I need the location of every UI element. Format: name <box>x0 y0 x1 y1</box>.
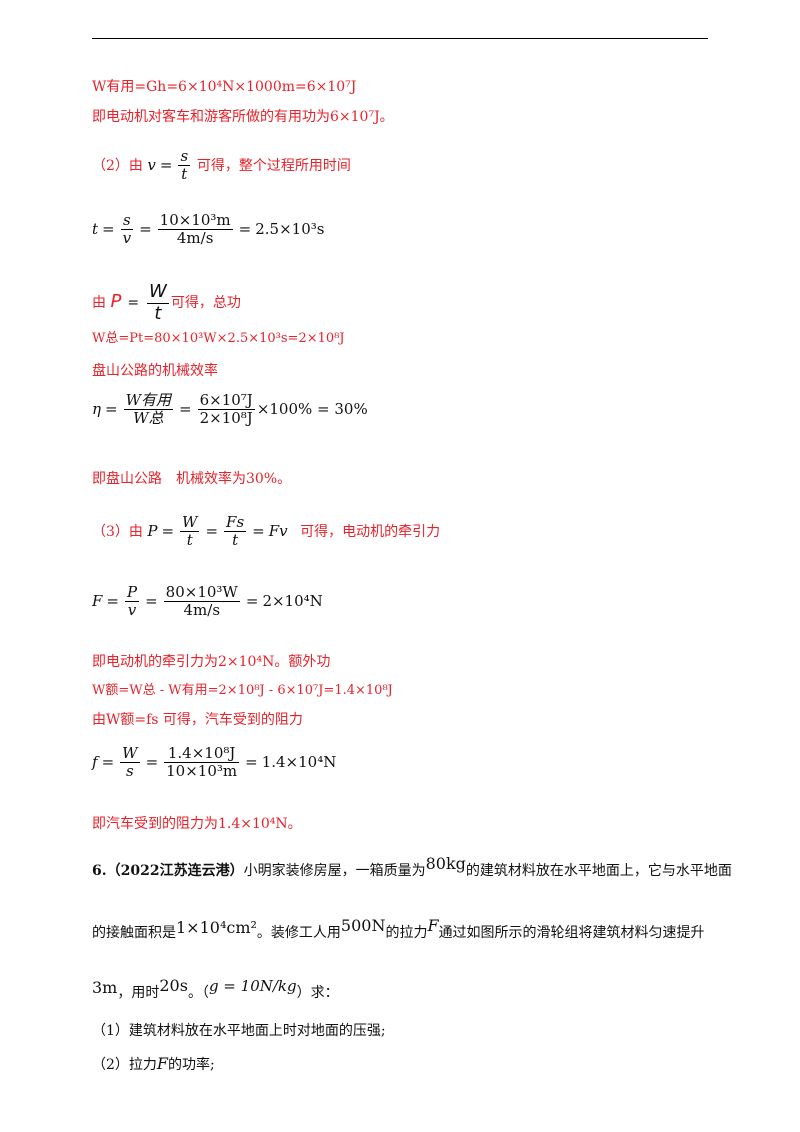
step2-text: 可得，整个过程所用时间 <box>196 157 351 174</box>
question-number: 6. <box>92 863 107 879</box>
useful-work-line: W有用=Gh=6×10⁴N×1000m=6×10⁷J <box>92 79 357 95</box>
resistance-conclusion: 即汽车受到的阻力为1.4×10⁴N。 <box>92 816 302 832</box>
subquestion-2: （2）拉力F的功率; <box>92 1054 215 1073</box>
resistance-intro: 由W额=fs 可得，汽车受到的阻力 <box>92 712 303 728</box>
question6-line3: 3m，用时20s。（g = 10N/kg）求： <box>92 976 339 1001</box>
subquestion-1: （1）建筑材料放在水平地面上时对地面的压强; <box>92 1023 386 1039</box>
power-symbol: P <box>110 291 122 313</box>
traction-conclusion: 即电动机的牵引力为2×10⁴N。额外功 <box>92 654 331 670</box>
question6-line1: 6.（2022江苏连云港）小明家装修房屋，一箱质量为80kg的建筑材料放在水平地… <box>92 854 732 879</box>
useful-work-conclusion: 即电动机对客车和游客所做的有用功为6×10⁷J。 <box>92 109 394 125</box>
efficiency-label: 盘山公路的机械效率 <box>92 363 218 379</box>
header-rule <box>92 38 708 39</box>
question6-line2: 的接触面积是1×10⁴cm²。装修工人用500N的拉力F通过如图所示的滑轮组将建… <box>92 916 705 941</box>
total-work-line: W总=Pt=80×10³W×2.5×10³s=2×10⁸J <box>92 331 345 346</box>
extra-work-line: W额=W总 - W有用=2×10⁸J - 6×10⁷J=1.4×10⁸J <box>92 683 393 698</box>
step2-label: （2）由 <box>92 157 143 174</box>
question-source: （2022江苏连云港） <box>106 863 244 879</box>
efficiency-conclusion: 即盘山公路 机械效率为30%。 <box>92 471 292 487</box>
